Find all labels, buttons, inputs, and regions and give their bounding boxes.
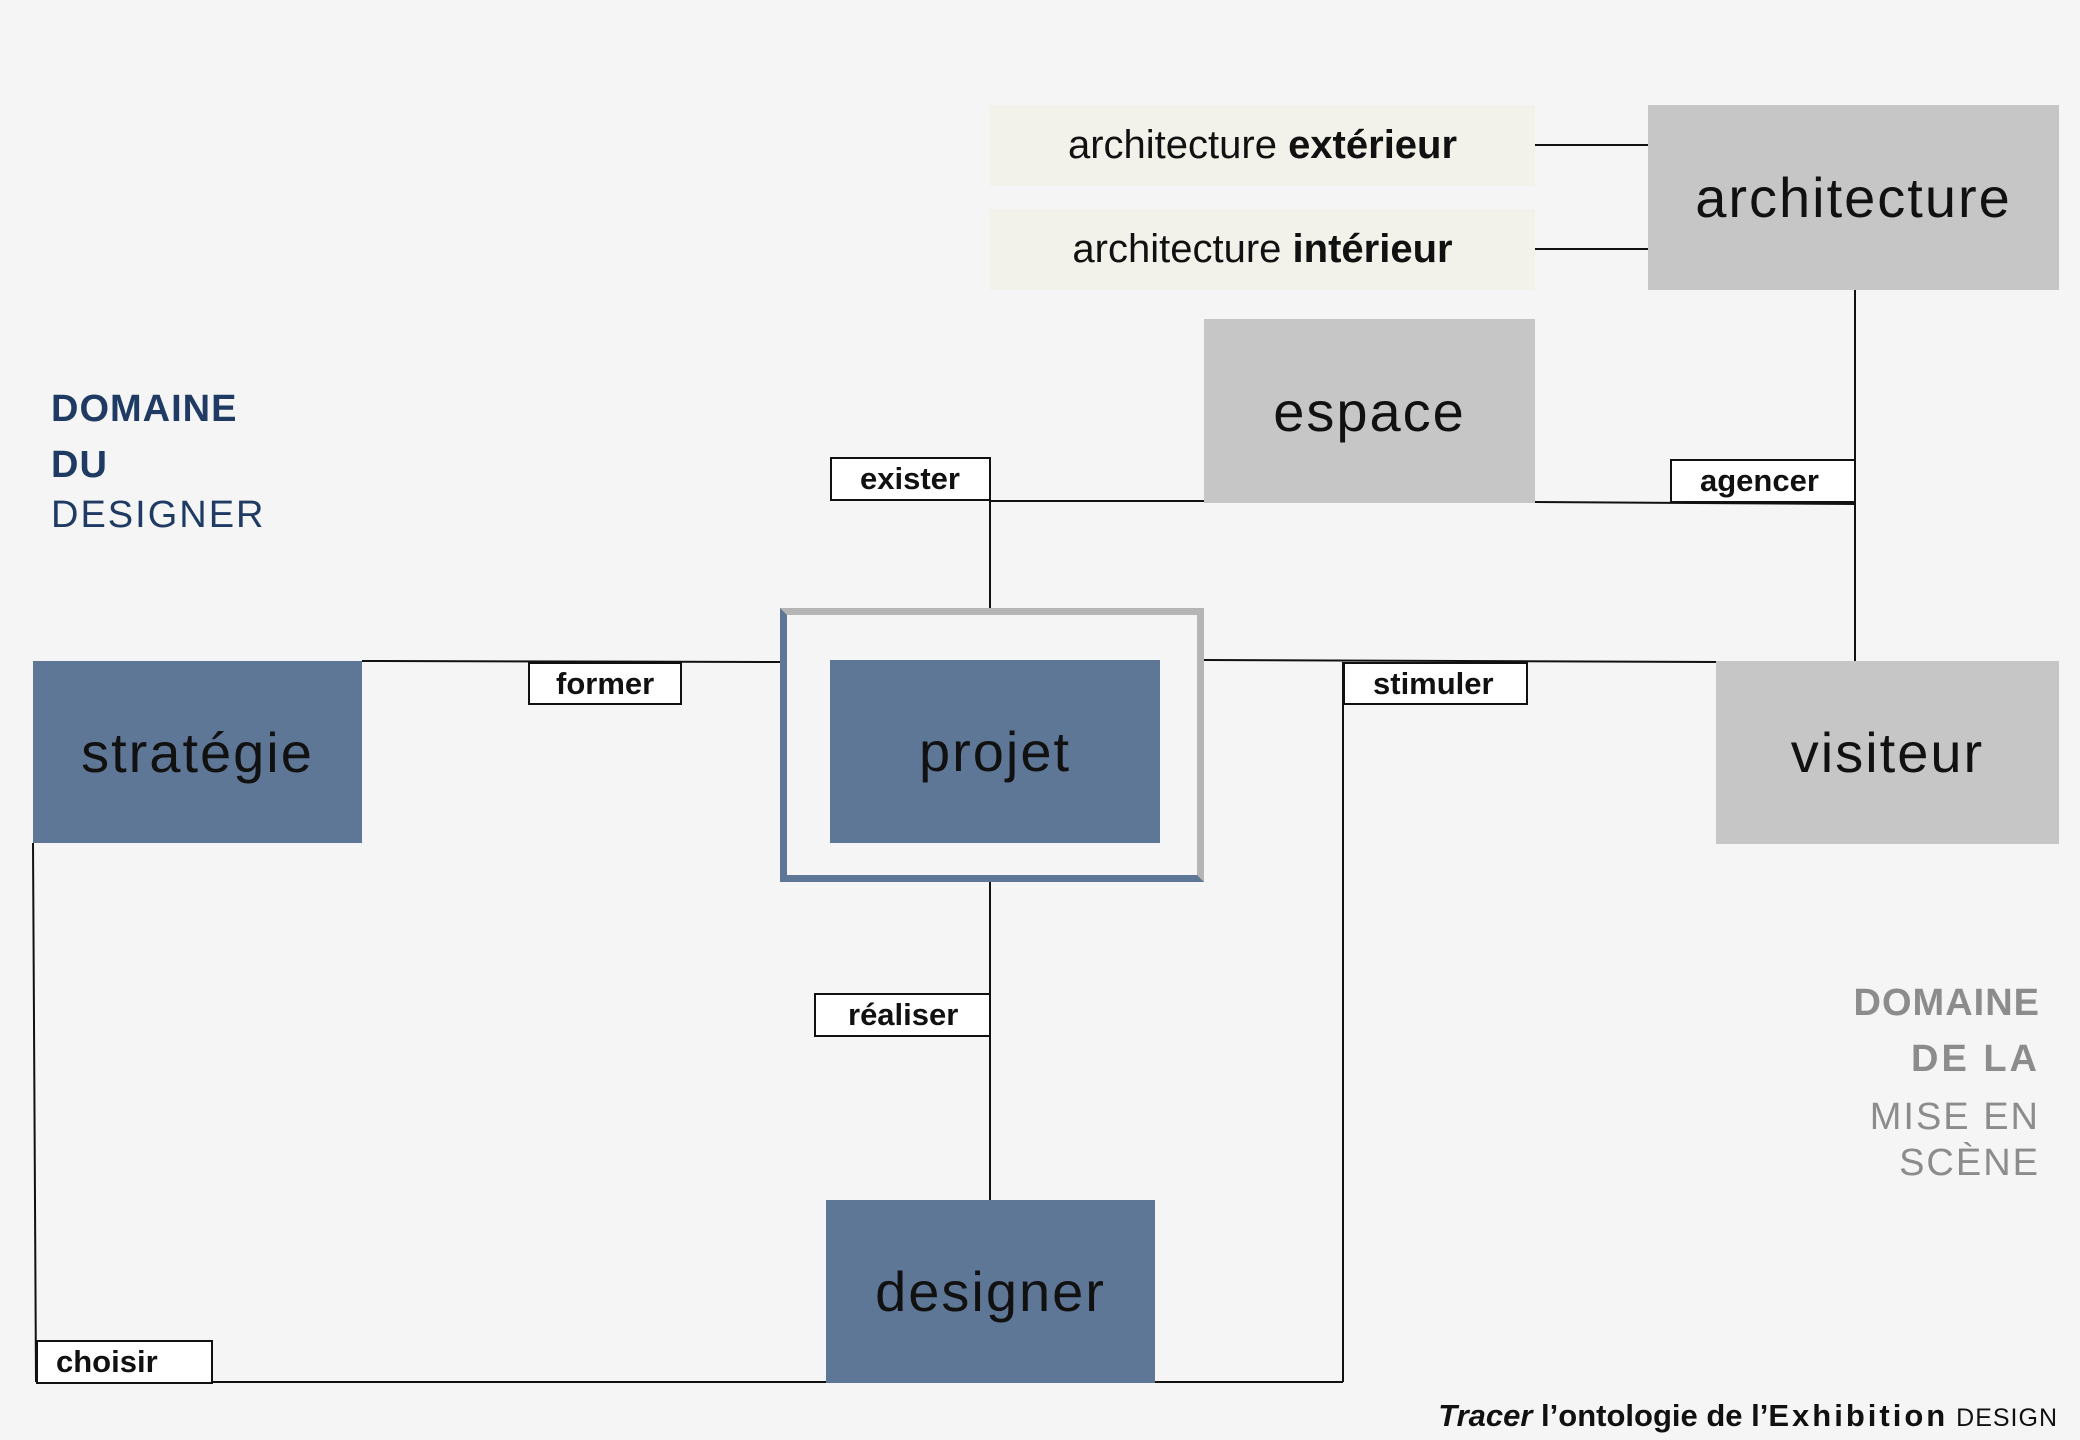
node-architecture-interieur: architecture intérieur [990,209,1535,290]
node-strategie: stratégie [33,661,362,843]
node-architecture-exterieur-prefix: architecture [1067,123,1289,167]
node-architecture-interieur-prefix: architecture [1072,227,1293,271]
domain-designer-line2: DU [51,444,108,486]
domain-designer-line3: DESIGNER [51,494,266,536]
node-architecture-exterieur-emph: extérieur [1288,123,1458,167]
domain-designer-label: DOMAINE DU DESIGNER [51,390,265,534]
node-architecture: architecture [1648,105,2059,290]
relation-stimuler: stimuler [1343,662,1528,705]
domain-scene-line4: SCÈNE [1899,1142,2040,1184]
relation-exister: exister [830,457,991,501]
node-visiteur: visiteur [1716,661,2059,844]
node-designer: designer [826,1200,1155,1383]
node-architecture-interieur-emph: intérieur [1292,227,1453,271]
domain-mise-en-scene-label: DOMAINE DE LA MISE EN SCÈNE [1854,984,2040,1182]
node-architecture-exterieur: architecture extérieur [990,105,1535,186]
relation-choisir: choisir [36,1340,213,1384]
footer-text: l’ontologie de l’ [1532,1398,1769,1433]
domain-scene-line1: DOMAINE [1853,982,2040,1024]
footer-italic: Tracer [1438,1398,1533,1433]
node-espace: espace [1204,319,1535,503]
relation-former: former [528,662,682,705]
domain-designer-line1: DOMAINE [51,388,238,430]
domain-scene-line3: MISE EN [1869,1096,2040,1138]
domain-scene-line2: DE LA [1911,1038,2040,1080]
footer-title: Tracer l’ontologie de l’Exhibition DESIG… [1438,1398,2058,1434]
node-projet: projet [830,660,1160,843]
relation-agencer: agencer [1670,459,1856,503]
relation-realiser: réaliser [814,993,991,1037]
projet-frame [780,608,1204,882]
footer-spaced: Exhibition [1768,1398,1949,1433]
footer-small: DESIGN [1948,1404,2058,1432]
